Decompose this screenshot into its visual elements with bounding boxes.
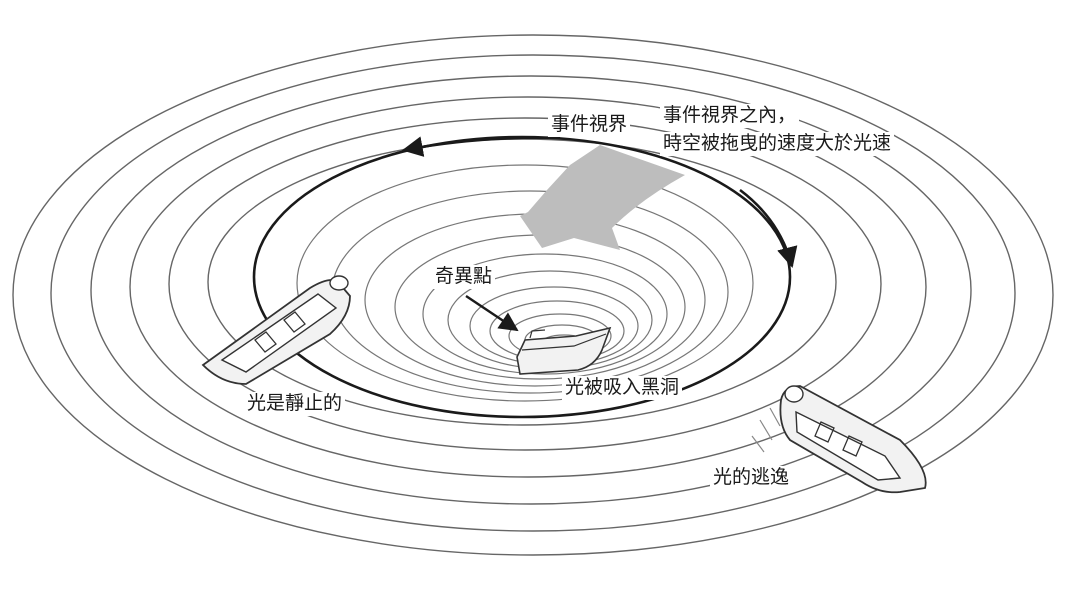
- ring-3: [90, 75, 972, 505]
- rotation-arrow-right: [739, 188, 798, 269]
- boat-icon-right: [751, 385, 927, 494]
- event-horizon-label: 事件視界: [548, 113, 631, 137]
- ring-5: [168, 117, 882, 451]
- inside-horizon-label-line2: 時空被拖曳的速度大於光速: [660, 132, 895, 156]
- inside-horizon-label-line1: 事件視界之內，: [660, 104, 800, 128]
- flow-arrow-icon: [520, 145, 685, 250]
- boat-icon-center: [516, 326, 612, 375]
- ring-6: [207, 138, 837, 426]
- ring-2: [50, 54, 1016, 532]
- funnel-ring-5: [422, 253, 668, 375]
- singularity-label: 奇異點: [432, 265, 496, 289]
- ring-1: [12, 34, 1054, 556]
- spacetime-rings: [12, 34, 1054, 556]
- rotation-arrow-left: [401, 136, 561, 157]
- singularity-arrow-icon: [465, 295, 519, 332]
- light-escape-label: 光的逃逸: [710, 466, 793, 490]
- ring-4: [129, 96, 927, 478]
- light-sucked-in-label: 光被吸入黑洞: [562, 376, 683, 400]
- funnel-ring-1: [296, 164, 754, 402]
- light-stationary-label: 光是靜止的: [244, 392, 346, 416]
- boat-icon-left: [201, 275, 351, 385]
